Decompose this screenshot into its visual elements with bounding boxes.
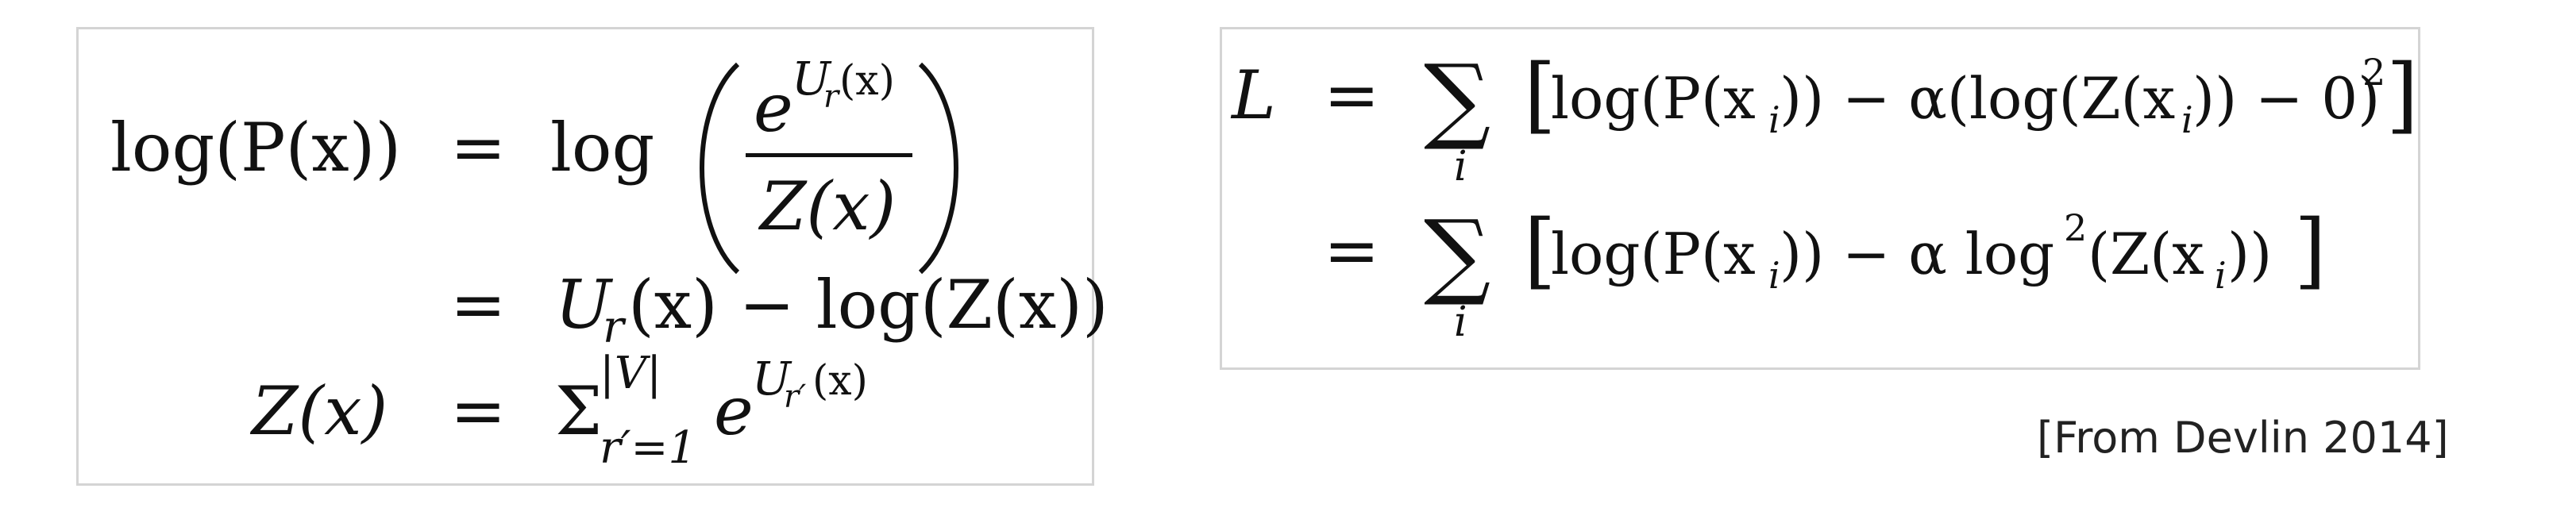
term-a: log(P(x [1551,65,1756,132]
equation-box-loss: L = ∑ i [ log(P(x i )) − α(log(Z(x i )) … [1220,27,2420,370]
log-operator: log [550,109,654,187]
numerator-exp-arg: (x) [839,57,895,105]
right-bracket: ] [2386,46,2419,143]
z-lhs: Z(x) [249,372,388,450]
left-paren [700,62,740,275]
sup-c: 2 [2362,51,2385,94]
right-paren [918,62,958,275]
equation-box-softmax: log(P(x)) = log e U r (x) Z(x) = U r (x)… [76,27,1109,486]
term-c: (Z(x [2088,221,2204,287]
exp-u: U [752,352,792,406]
term-c: )) − 0) [2192,65,2380,132]
fraction-bar [746,153,912,157]
citation-label: [From Devlin 2014] [2037,413,2449,463]
summation-index: i [1454,143,1467,190]
equals-sign: = [1324,56,1379,134]
numerator-exp-sub: r [823,79,841,115]
sub-a: i [1768,254,1780,297]
numerator-base: e [754,69,793,147]
sigma-subscript: r′=1 [600,422,696,474]
term-a: log(P(x [1551,221,1756,287]
sigma-superscript: |V| [600,348,661,399]
sub-c: i [2215,254,2227,297]
softmax-equations-svg: log(P(x)) = log e U r (x) Z(x) = U r (x)… [110,52,1109,474]
left-bracket: [ [1524,202,1556,298]
exp-base: e [714,372,754,450]
term-b: )) − α log [1780,221,2054,287]
loss-lhs: L [1230,56,1276,134]
sub-b: i [2181,98,2193,141]
sup-b: 2 [2064,206,2087,249]
exp-arg: (x) [812,357,868,405]
exp-sub: r′ [784,379,806,415]
rhs-rest: (x) − log(Z(x)) [628,266,1109,344]
loss-equations-svg: L = ∑ i [ log(P(x i )) − α(log(Z(x i )) … [1230,44,2419,346]
numerator-exp-u: U [792,52,832,106]
u-subscript: r [603,302,627,353]
equals-sign: = [1324,212,1379,290]
equals-sign: = [450,266,506,344]
equals-sign: = [450,372,506,450]
right-bracket: ] [2294,202,2327,298]
equals-sign: = [450,109,506,187]
denominator: Z(x) [758,167,896,245]
summation-index: i [1454,298,1467,346]
term-b: )) − α(log(Z(x [1780,65,2175,132]
left-bracket: [ [1524,46,1556,143]
summation-symbol: ∑ [1424,44,1490,153]
sigma-symbol: Σ [555,372,602,450]
logp-lhs: log(P(x)) [110,109,401,187]
term-d: )) [2227,221,2272,287]
sub-a: i [1768,98,1780,141]
u-symbol: U [555,266,614,344]
summation-symbol: ∑ [1424,199,1490,309]
